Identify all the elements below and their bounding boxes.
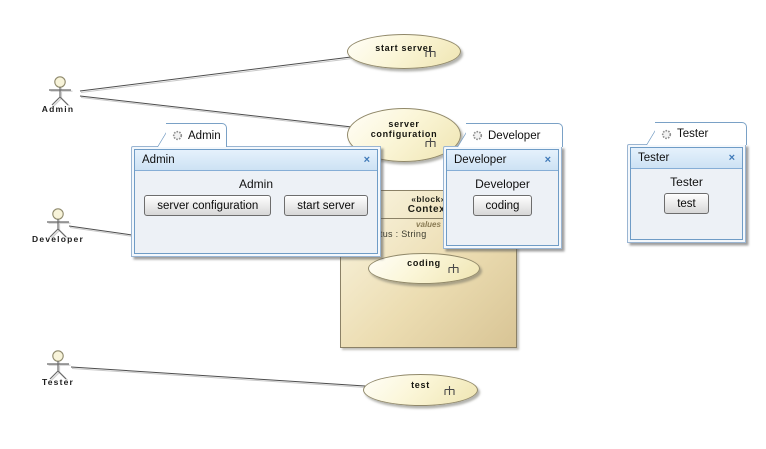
panel-body: Developer coding [447,177,558,216]
panel: Tester × Tester test [630,147,743,240]
panel-body: Tester test [631,175,742,214]
line-shadows [69,58,367,388]
actor-label-developer: Developer [32,234,84,244]
usecase-server-configuration[interactable]: server configuration [347,108,461,162]
actor-admin[interactable] [49,76,73,107]
usecase-label: server [388,119,420,129]
tab-label: Admin [188,129,221,142]
rake-decomposition-icon [448,261,459,279]
sim-window-admin: Admin Admin × Admin server configuration… [131,123,381,257]
tab-admin[interactable]: Admin [157,123,227,147]
block-name: Context [341,204,516,219]
diagram-target-icon [661,129,672,140]
titlebar-developer[interactable]: Developer × [447,150,558,171]
panel: Developer × Developer coding [446,149,559,246]
panel-label: Tester [670,175,703,189]
tab-tester[interactable]: Tester [646,122,747,145]
block-stereotype: «block» [411,194,446,204]
panel-label: Developer [475,177,530,191]
tab-label: Tester [677,128,709,140]
tab-face: Tester [655,122,747,145]
usecase-coding[interactable]: coding [368,253,480,284]
close-icon[interactable]: × [728,151,735,164]
server-configuration-button[interactable]: server configuration [144,195,272,216]
diagram-target-icon [472,130,483,141]
block-value-entry: status : String [367,229,427,239]
usecase-start-server[interactable]: start server [347,34,461,69]
rake-decomposition-icon [425,135,436,153]
close-icon[interactable]: × [363,153,370,166]
coding-button[interactable]: coding [472,195,533,216]
sim-window-developer: Developer Developer × Developer coding [443,123,563,249]
tab-label: Developer [488,129,541,142]
window-title: Developer [454,154,507,166]
test-button[interactable]: test [664,193,709,214]
actor-developer[interactable] [47,208,71,239]
usecase-label: test [411,380,430,390]
association-lines [68,56,366,387]
diagram-target-icon [172,130,183,141]
close-icon[interactable]: × [544,153,551,166]
block-values-title: values [416,220,441,229]
tab-face: Developer [466,123,563,147]
tab-developer[interactable]: Developer [457,123,563,147]
sim-window-tester: Tester Tester × Tester test [627,122,747,243]
actor-label-admin: Admin [41,104,75,114]
usecase-label: coding [407,258,441,268]
panel-body: Admin server configuration start server [135,177,377,216]
tab-face: Admin [166,123,227,147]
actor-label-tester: Tester [41,377,75,387]
usecase-label-line2: configuration [370,129,438,139]
titlebar-admin[interactable]: Admin × [135,150,377,171]
window-title: Admin [142,154,175,166]
panel-label: Admin [238,177,273,191]
window-title: Tester [638,152,670,164]
titlebar-tester[interactable]: Tester × [631,148,742,169]
actor-tester[interactable] [47,350,71,381]
rake-decomposition-icon [425,45,436,63]
usecase-label: start server [375,43,433,53]
rake-decomposition-icon [444,383,455,401]
usecase-test[interactable]: test [363,374,478,406]
start-server-button[interactable]: start server [284,195,368,216]
panel: Admin × Admin server configuration start… [134,149,378,254]
